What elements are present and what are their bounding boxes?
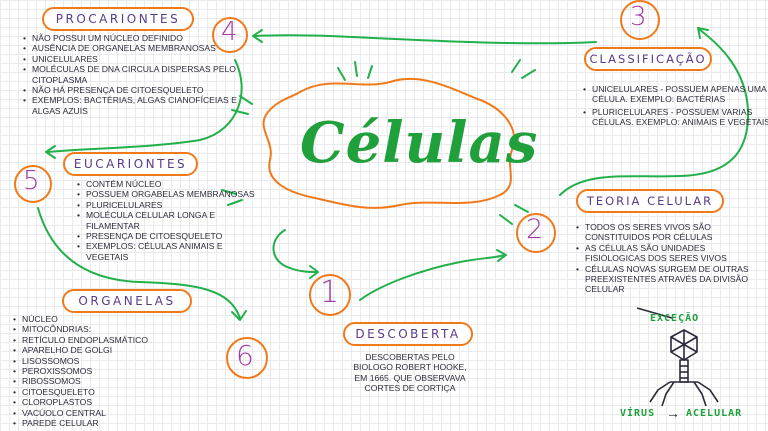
arrow-to-5 (47, 59, 243, 153)
step-number-6: 6 (236, 339, 254, 372)
arrowhead-2 (496, 249, 507, 262)
teoria-celular-list: TODOS OS SERES VIVOS SÃO CONSTITUIDOS PO… (573, 222, 755, 295)
list-item: MOLÉCULAS DE DNA CIRCULA DISPERSAS PELO … (23, 64, 237, 85)
classificacao-list: UNICELULARES - POSSUEM APENAS UMA CÉLULA… (580, 84, 768, 128)
eucariontes-list: CONTÉM NÚCLEO POSSUEM ORGABELAS MEMBRANO… (74, 179, 256, 262)
circle-3 (620, 0, 660, 40)
step-number-1: 1 (320, 275, 340, 310)
list-item: CÉLULAS NOVAS SURGEM DE OUTRAS PREEXISTE… (576, 264, 755, 295)
organelas-label: ORGANELAS (62, 289, 192, 313)
eucariontes-label: EUCARIONTES (63, 152, 198, 176)
circle-5 (14, 165, 52, 203)
list-item: PRESENÇA DE CITOESQUELETO (77, 231, 256, 242)
list-item: POSSUEM ORGABELAS MEMBRANOSAS (77, 189, 256, 200)
list-item: NÃO POSSUI UM NÚCLEO DEFINIDO (23, 33, 237, 44)
exception-line (636, 307, 673, 319)
procariontes-list: NÃO POSSUI UM NÚCLEO DEFINIDO AUSÊNCIA D… (20, 33, 237, 116)
arrow-right-icon: → (666, 405, 680, 421)
descoberta-label: DESCOBERTA (343, 322, 473, 346)
descoberta-text: DESCOBERTAS PELO BIOLOGO ROBERT HOOKE, E… (353, 352, 467, 394)
list-item: NÚCLEO (13, 314, 222, 325)
teoria-celular-label: TEORIA CELULAR (576, 189, 724, 213)
arrow-to-2 (359, 254, 506, 301)
classificacao-label: CLASSIFICAÇÃO (584, 47, 712, 71)
virus-icon (649, 329, 719, 407)
list-item: RETÍCULO ENDOPLASMÁTICO (13, 335, 222, 346)
title-blob (262, 77, 516, 209)
procariontes-label: PROCARIONTES (42, 7, 194, 31)
organelas-list: NÚCLEO MITOCÔNDRIAS: RETÍCULO ENDOPLASMÁ… (10, 314, 222, 429)
page-title: Células (300, 110, 539, 176)
circle-2 (516, 213, 556, 253)
list-item: CLOROPLASTOS (13, 397, 222, 408)
step-number-2: 2 (526, 214, 544, 245)
list-item: APARELHO DE GOLGI (13, 345, 222, 356)
excecao-label: EXCEÇÃO (650, 313, 700, 324)
list-item: CONTÉM NÚCLEO (77, 179, 256, 190)
list-item: VACÚOLO CENTRAL (13, 408, 222, 419)
list-item: MOLÉCULA CELULAR LONGA E FILAMENTAR (77, 210, 256, 231)
list-item: EXEMPLOS: CÉLULAS ANIMAIS E VEGETAIS (77, 241, 256, 262)
list-item: NÃO HÁ PRESENÇA DE CITOESQUELETO (23, 85, 237, 96)
step-number-5: 5 (23, 166, 40, 196)
arrowhead-1 (309, 265, 319, 279)
list-item: UNICELULARES (23, 54, 237, 65)
arrowhead-6 (231, 310, 247, 321)
circle-6 (226, 337, 268, 379)
list-item: PAREDE CELULAR (13, 418, 222, 429)
arrowhead-3 (697, 27, 709, 39)
step-number-3: 3 (630, 2, 647, 32)
arrowhead-4 (252, 29, 263, 43)
arrow-to-1 (272, 229, 317, 273)
list-item: UNICELULARES - POSSUEM APENAS UMA CÉLULA… (583, 84, 768, 105)
circle-1 (309, 274, 351, 316)
list-item: EXEMPLOS: BACTÉRIAS, ALGAS CIANOFÍCEIAS … (23, 95, 237, 116)
list-item: PLURICELULARES - POSSUEM VARIAS CÉLULAS.… (583, 107, 768, 128)
list-item: PEROXISSOMOS (13, 366, 222, 377)
arrow-to-4 (254, 34, 597, 45)
list-item: PLURICELULARES (77, 200, 256, 211)
acelular-label: ACELULAR (686, 408, 743, 419)
list-item: AUSÊNCIA DE ORGANELAS MEMBRANOSAS (23, 43, 237, 54)
arrowhead-5 (45, 145, 56, 159)
arrow-to-6 (37, 207, 241, 319)
list-item: MITOCÔNDRIAS: (13, 324, 222, 335)
list-item: AS CÉLULAS SÃO UNIDADES FISIOLOGICAS DOS… (576, 243, 755, 264)
virus-label: VÍRUS (620, 408, 656, 419)
list-item: LISOSSOMOS (13, 356, 222, 367)
list-item: TODOS OS SERES VIVOS SÃO CONSTITUIDOS PO… (576, 222, 755, 243)
list-item: CITOESQUELETO (13, 387, 222, 398)
arrow-to-3 (559, 29, 750, 196)
list-item: RIBOSSOMOS (13, 376, 222, 387)
